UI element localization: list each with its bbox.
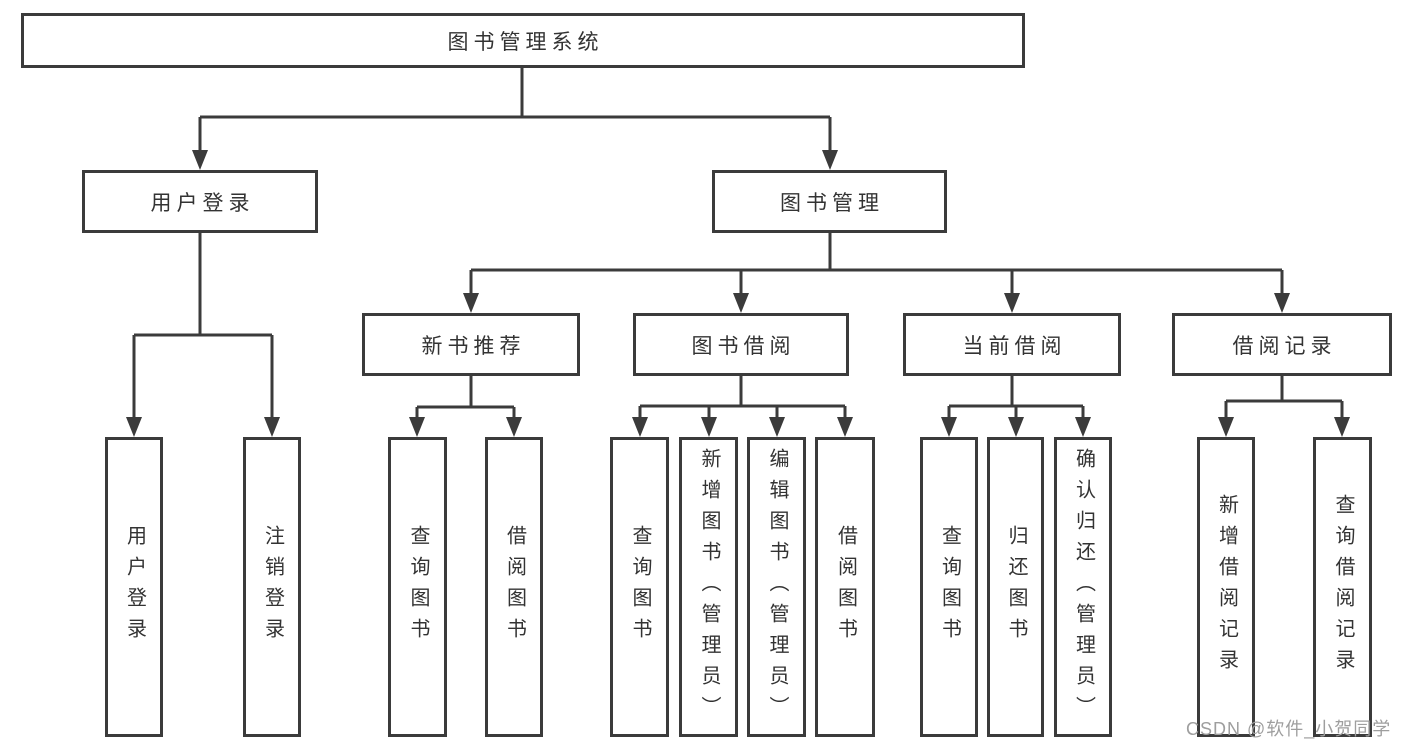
leaf-query-books-current: 查询图书 bbox=[920, 437, 978, 737]
leaf-return-books-label: 归还图书 bbox=[1005, 525, 1027, 649]
leaf-query-books-recommend-label: 查询图书 bbox=[407, 525, 429, 649]
node-book-management-label: 图书管理 bbox=[780, 191, 884, 215]
watermark: CSDN @软件_小贺同学 bbox=[1186, 719, 1392, 739]
leaf-logout-label: 注销登录 bbox=[261, 525, 284, 649]
node-root: 图书管理系统 bbox=[21, 13, 1025, 68]
node-current-borrowing-label: 当前借阅 bbox=[962, 334, 1067, 358]
leaf-borrow-books-label: 借阅图书 bbox=[834, 525, 857, 649]
node-borrowing-records-label: 借阅记录 bbox=[1232, 334, 1337, 358]
leaf-query-books-borrowing: 查询图书 bbox=[610, 437, 669, 737]
leaf-add-books-admin-label: 新增图书（管理员） bbox=[698, 447, 720, 727]
leaf-user-login-label: 用户登录 bbox=[123, 525, 146, 649]
leaf-query-borrow-record: 查询借阅记录 bbox=[1313, 437, 1372, 737]
leaf-user-login: 用户登录 bbox=[105, 437, 163, 737]
leaf-query-borrow-record-label: 查询借阅记录 bbox=[1332, 494, 1354, 680]
leaf-add-borrow-record: 新增借阅记录 bbox=[1197, 437, 1255, 737]
node-book-management: 图书管理 bbox=[712, 170, 947, 233]
node-user-login-label: 用户登录 bbox=[150, 191, 255, 215]
leaf-confirm-return-admin-label: 确认归还（管理员） bbox=[1072, 447, 1095, 727]
leaf-add-borrow-record-label: 新增借阅记录 bbox=[1215, 494, 1238, 680]
node-current-borrowing: 当前借阅 bbox=[903, 313, 1121, 376]
leaf-edit-books-admin-label: 编辑图书（管理员） bbox=[766, 447, 788, 727]
node-borrowing-records: 借阅记录 bbox=[1172, 313, 1392, 376]
leaf-borrow-books-recommend-label: 借阅图书 bbox=[503, 525, 526, 649]
leaf-query-books-borrowing-label: 查询图书 bbox=[629, 525, 651, 649]
leaf-edit-books-admin: 编辑图书（管理员） bbox=[747, 437, 806, 737]
leaf-query-books-recommend: 查询图书 bbox=[388, 437, 447, 737]
node-new-book-recommendation: 新书推荐 bbox=[362, 313, 580, 376]
leaf-logout: 注销登录 bbox=[243, 437, 301, 737]
leaf-return-books: 归还图书 bbox=[987, 437, 1044, 737]
leaf-borrow-books-recommend: 借阅图书 bbox=[485, 437, 543, 737]
leaf-query-books-current-label: 查询图书 bbox=[938, 525, 961, 649]
leaf-confirm-return-admin: 确认归还（管理员） bbox=[1054, 437, 1112, 737]
leaf-add-books-admin: 新增图书（管理员） bbox=[679, 437, 738, 737]
leaf-borrow-books: 借阅图书 bbox=[815, 437, 875, 737]
node-root-label: 图书管理系统 bbox=[447, 30, 604, 54]
node-book-borrowing: 图书借阅 bbox=[633, 313, 849, 376]
node-book-borrowing-label: 图书借阅 bbox=[691, 334, 796, 358]
node-user-login: 用户登录 bbox=[82, 170, 318, 233]
node-new-book-recommendation-label: 新书推荐 bbox=[421, 334, 526, 358]
